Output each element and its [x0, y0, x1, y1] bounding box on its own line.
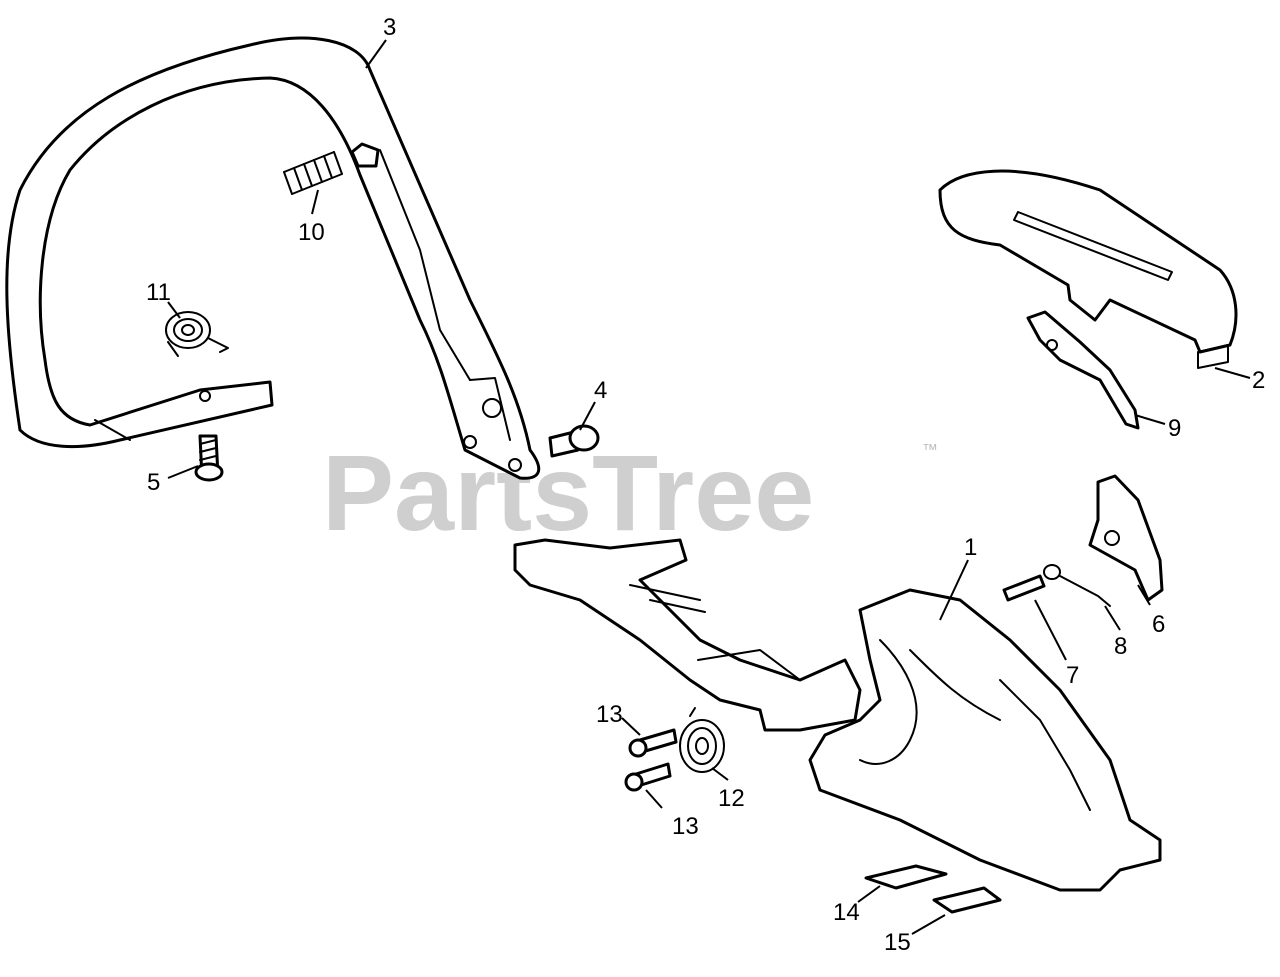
watermark-trademark: ™ — [922, 442, 938, 459]
part-10-spring — [283, 142, 380, 195]
part-5-screw — [194, 434, 224, 482]
callout-13-upper: 13 — [596, 701, 623, 728]
part-13-screw-upper — [628, 728, 678, 758]
callout-3: 3 — [383, 14, 396, 41]
callout-8: 8 — [1114, 633, 1127, 660]
part-11-torsion-spring — [165, 311, 229, 357]
part-2-handle-cover — [938, 169, 1238, 369]
callout-7: 7 — [1066, 662, 1079, 689]
part-3-hand-guard — [5, 36, 541, 480]
part-7-pin — [1002, 574, 1046, 602]
callout-1: 1 — [964, 534, 977, 561]
callout-labels: 1 2 3 4 5 6 7 8 9 10 11 12 13 13 14 15 — [146, 14, 1265, 956]
part-frame-bar — [513, 538, 862, 732]
part-15-decal — [932, 886, 1002, 914]
callout-2: 2 — [1252, 367, 1265, 394]
callout-9: 9 — [1168, 415, 1181, 442]
callout-13-lower: 13 — [672, 813, 699, 840]
part-13-screw-lower — [624, 762, 672, 792]
callout-14: 14 — [833, 899, 860, 926]
part-6-trigger — [1088, 474, 1164, 602]
part-12-spring — [679, 707, 725, 773]
part-8-spring — [1043, 564, 1111, 607]
callout-11: 11 — [146, 279, 171, 306]
callout-10: 10 — [298, 219, 325, 246]
callout-12: 12 — [718, 785, 745, 812]
part-1-rear-handle — [808, 588, 1162, 892]
leader-lines — [167, 39, 1251, 935]
part-14-decal — [864, 864, 948, 890]
part-9-throttle-lever — [1026, 310, 1140, 430]
callout-15: 15 — [884, 929, 911, 956]
callout-6: 6 — [1152, 611, 1165, 638]
callout-5: 5 — [147, 469, 160, 496]
part-4-bolt — [548, 424, 600, 458]
callout-4: 4 — [594, 377, 607, 404]
